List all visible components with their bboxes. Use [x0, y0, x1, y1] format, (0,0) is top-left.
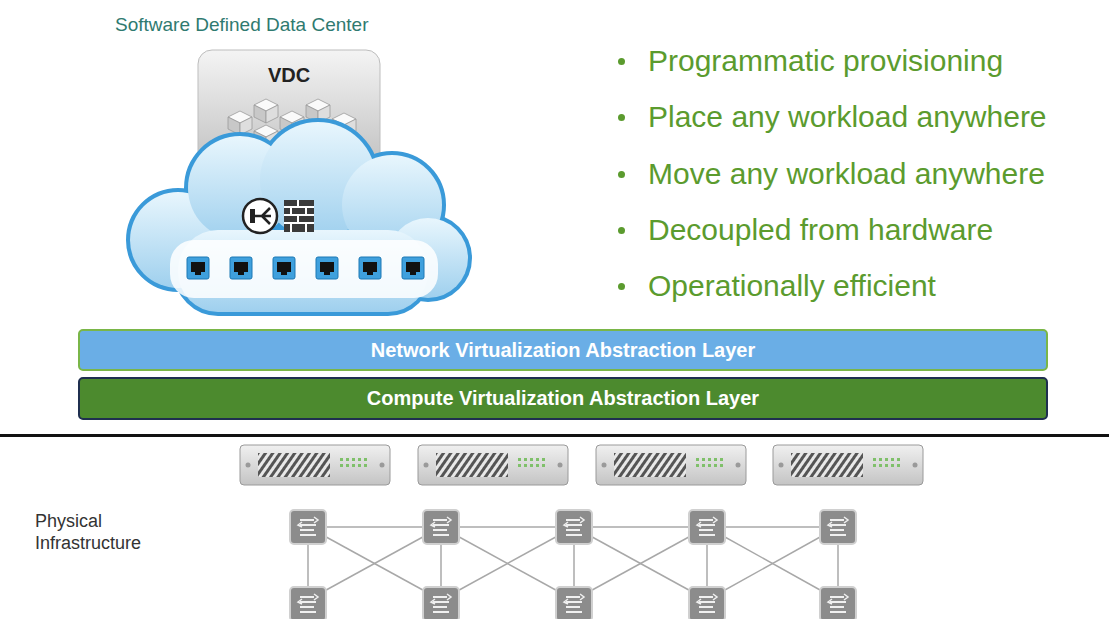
bullet-item: Operationally efficient: [648, 269, 936, 303]
bullet-dot: [618, 227, 625, 234]
bullet-dot: [618, 171, 625, 178]
bullet-item: Move any workload anywhere: [648, 157, 1045, 191]
vdc-label: VDC: [268, 64, 310, 87]
layer-label: Network Virtualization Abstraction Layer: [371, 339, 756, 362]
bullet-item: Place any workload anywhere: [648, 100, 1047, 134]
layer-label: Compute Virtualization Abstraction Layer: [367, 387, 759, 410]
network-layer-band: Network Virtualization Abstraction Layer: [78, 329, 1048, 371]
bullet-item: Programmatic provisioning: [648, 44, 1003, 78]
bullet-dot: [618, 283, 625, 290]
physical-label: Physical Infrastructure: [35, 510, 155, 554]
vdc-box: VDC: [198, 50, 380, 130]
bullet-dot: [618, 114, 625, 121]
bullet-dot: [618, 58, 625, 65]
compute-layer-band: Compute Virtualization Abstraction Layer: [78, 377, 1048, 420]
bullet-item: Decoupled from hardware: [648, 213, 993, 247]
diagram-title: Software Defined Data Center: [115, 14, 368, 36]
